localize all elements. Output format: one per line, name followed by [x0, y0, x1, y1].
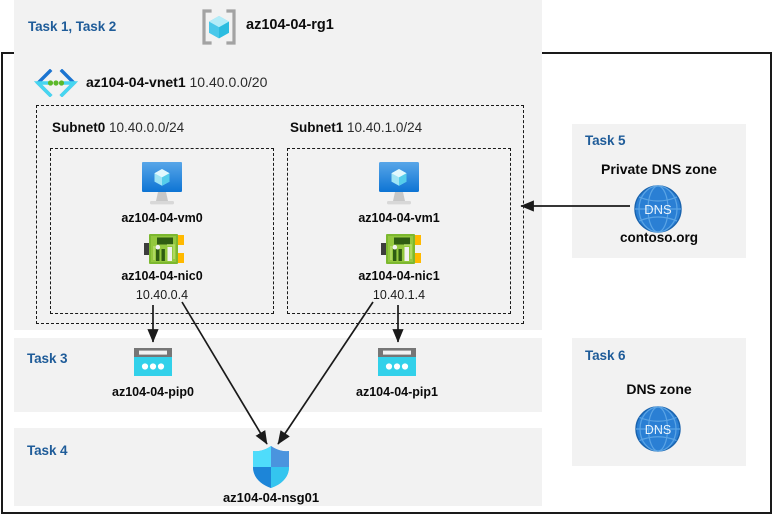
vnet-title: az104-04-vnet1 10.40.0.0/20 [86, 74, 267, 90]
pip1-label: az104-04-pip1 [356, 385, 438, 399]
nic1-ip: 10.40.1.4 [372, 288, 426, 302]
resource-group-band [14, 0, 542, 52]
task-label-task4: Task 4 [27, 443, 68, 458]
task-label-task6: Task 6 [585, 348, 626, 363]
task3-panel [14, 338, 542, 412]
task-label-task3: Task 3 [27, 351, 68, 366]
public-ip-address-icon [376, 346, 418, 380]
nic0-ip: 10.40.0.4 [135, 288, 189, 302]
svg-text:DNS: DNS [645, 423, 671, 437]
pip0-label: az104-04-pip0 [112, 385, 194, 399]
subnet1-name: Subnet1 [290, 120, 344, 135]
vnet-cidr: 10.40.0.0/20 [189, 74, 268, 90]
task-label-task5: Task 5 [585, 133, 626, 148]
nic0-label: az104-04-nic0 [121, 269, 203, 283]
vnet-container [14, 52, 542, 330]
vm1-label: az104-04-vm1 [358, 211, 440, 225]
dns-zone-heading: DNS zone [626, 381, 692, 397]
subnet0-vm-boundary [50, 148, 274, 314]
network-interface-icon [144, 231, 188, 269]
subnet0-title: Subnet0 10.40.0.0/24 [52, 120, 184, 135]
private-dns-zone-heading: Private DNS zone [601, 161, 717, 177]
resource-group-name: az104-04-rg1 [246, 17, 334, 33]
public-ip-address-icon [132, 346, 174, 380]
svg-text:DNS: DNS [644, 202, 672, 217]
subnet1-vm-boundary [287, 148, 511, 314]
network-security-group-icon [249, 444, 293, 490]
subnet0-cidr: 10.40.0.0/24 [109, 120, 185, 135]
virtual-machine-icon [134, 158, 190, 208]
network-interface-icon [381, 231, 425, 269]
dns-zone-icon: DNS [632, 183, 684, 235]
dns-zone-icon: DNS [633, 404, 683, 454]
resource-group-icon [199, 8, 239, 46]
subnet1-cidr: 10.40.1.0/24 [347, 120, 423, 135]
vm0-label: az104-04-vm0 [121, 211, 203, 225]
subnet1-title: Subnet1 10.40.1.0/24 [290, 120, 422, 135]
nic1-label: az104-04-nic1 [358, 269, 440, 283]
nsg-label: az104-04-nsg01 [222, 490, 320, 505]
task-label-task1-task2: Task 1, Task 2 [28, 19, 117, 34]
private-dns-zone-name: contoso.org [620, 230, 698, 245]
resource-group-name-text: az104-04-rg1 [246, 17, 334, 33]
virtual-machine-icon [371, 158, 427, 208]
vnet-name: az104-04-vnet1 [86, 74, 186, 90]
subnet0-name: Subnet0 [52, 120, 106, 135]
virtual-network-icon [33, 68, 79, 98]
